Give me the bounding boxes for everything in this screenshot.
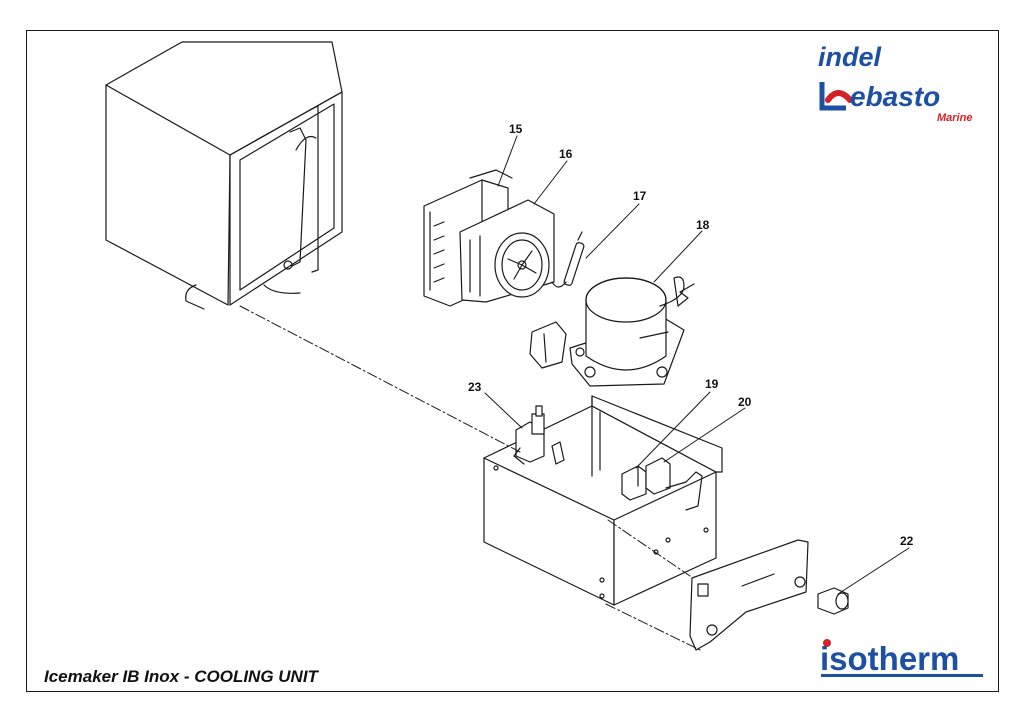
assembly-line-panel xyxy=(605,603,701,651)
callout-20: 20 xyxy=(738,395,752,409)
logo-bracket-icon xyxy=(819,82,846,111)
logo-sub-background xyxy=(900,110,992,121)
leader-15 xyxy=(497,135,518,187)
callout-18: 18 xyxy=(696,218,710,232)
part-20-switch xyxy=(645,457,703,511)
callout-22: 22 xyxy=(900,534,914,548)
isotherm-dot-icon xyxy=(823,639,831,647)
callout-15: 15 xyxy=(509,122,523,136)
part-18-compressor xyxy=(529,276,695,387)
callout-23: 23 xyxy=(468,380,482,394)
leader-19 xyxy=(635,391,711,469)
assembly-line-panel-top xyxy=(607,519,691,577)
callout-17: 17 xyxy=(633,189,647,203)
logo-marine-text: Marine xyxy=(937,112,972,124)
leader-18 xyxy=(653,230,703,283)
part-17-drier xyxy=(551,231,585,288)
callout-19: 19 xyxy=(705,377,719,391)
logo-webasto-text: ebasto xyxy=(850,81,940,112)
assembly-line-cabinet xyxy=(239,305,521,453)
leader-20 xyxy=(663,407,746,463)
leader-22 xyxy=(837,547,910,595)
logo-indel-text: indel xyxy=(818,42,882,72)
part-16-fan xyxy=(459,199,555,303)
leader-23 xyxy=(484,392,523,429)
leader-16 xyxy=(533,160,568,205)
cabinet xyxy=(105,41,343,310)
back-panel xyxy=(689,539,809,651)
part-19-relay xyxy=(621,465,647,501)
callout-16: 16 xyxy=(559,147,573,161)
logo-arc-icon xyxy=(825,90,853,103)
part-23-valve xyxy=(513,405,565,465)
isotherm-logo: isotherm xyxy=(820,639,983,677)
indel-webasto-logo: indel ebasto Marine xyxy=(818,42,992,124)
leader-17 xyxy=(585,203,640,259)
isotherm-underline xyxy=(821,674,983,677)
part-22-thermostat xyxy=(817,587,849,615)
isotherm-text: isotherm xyxy=(820,640,959,677)
page-caption: Icemaker IB Inox - COOLING UNIT xyxy=(44,667,318,686)
